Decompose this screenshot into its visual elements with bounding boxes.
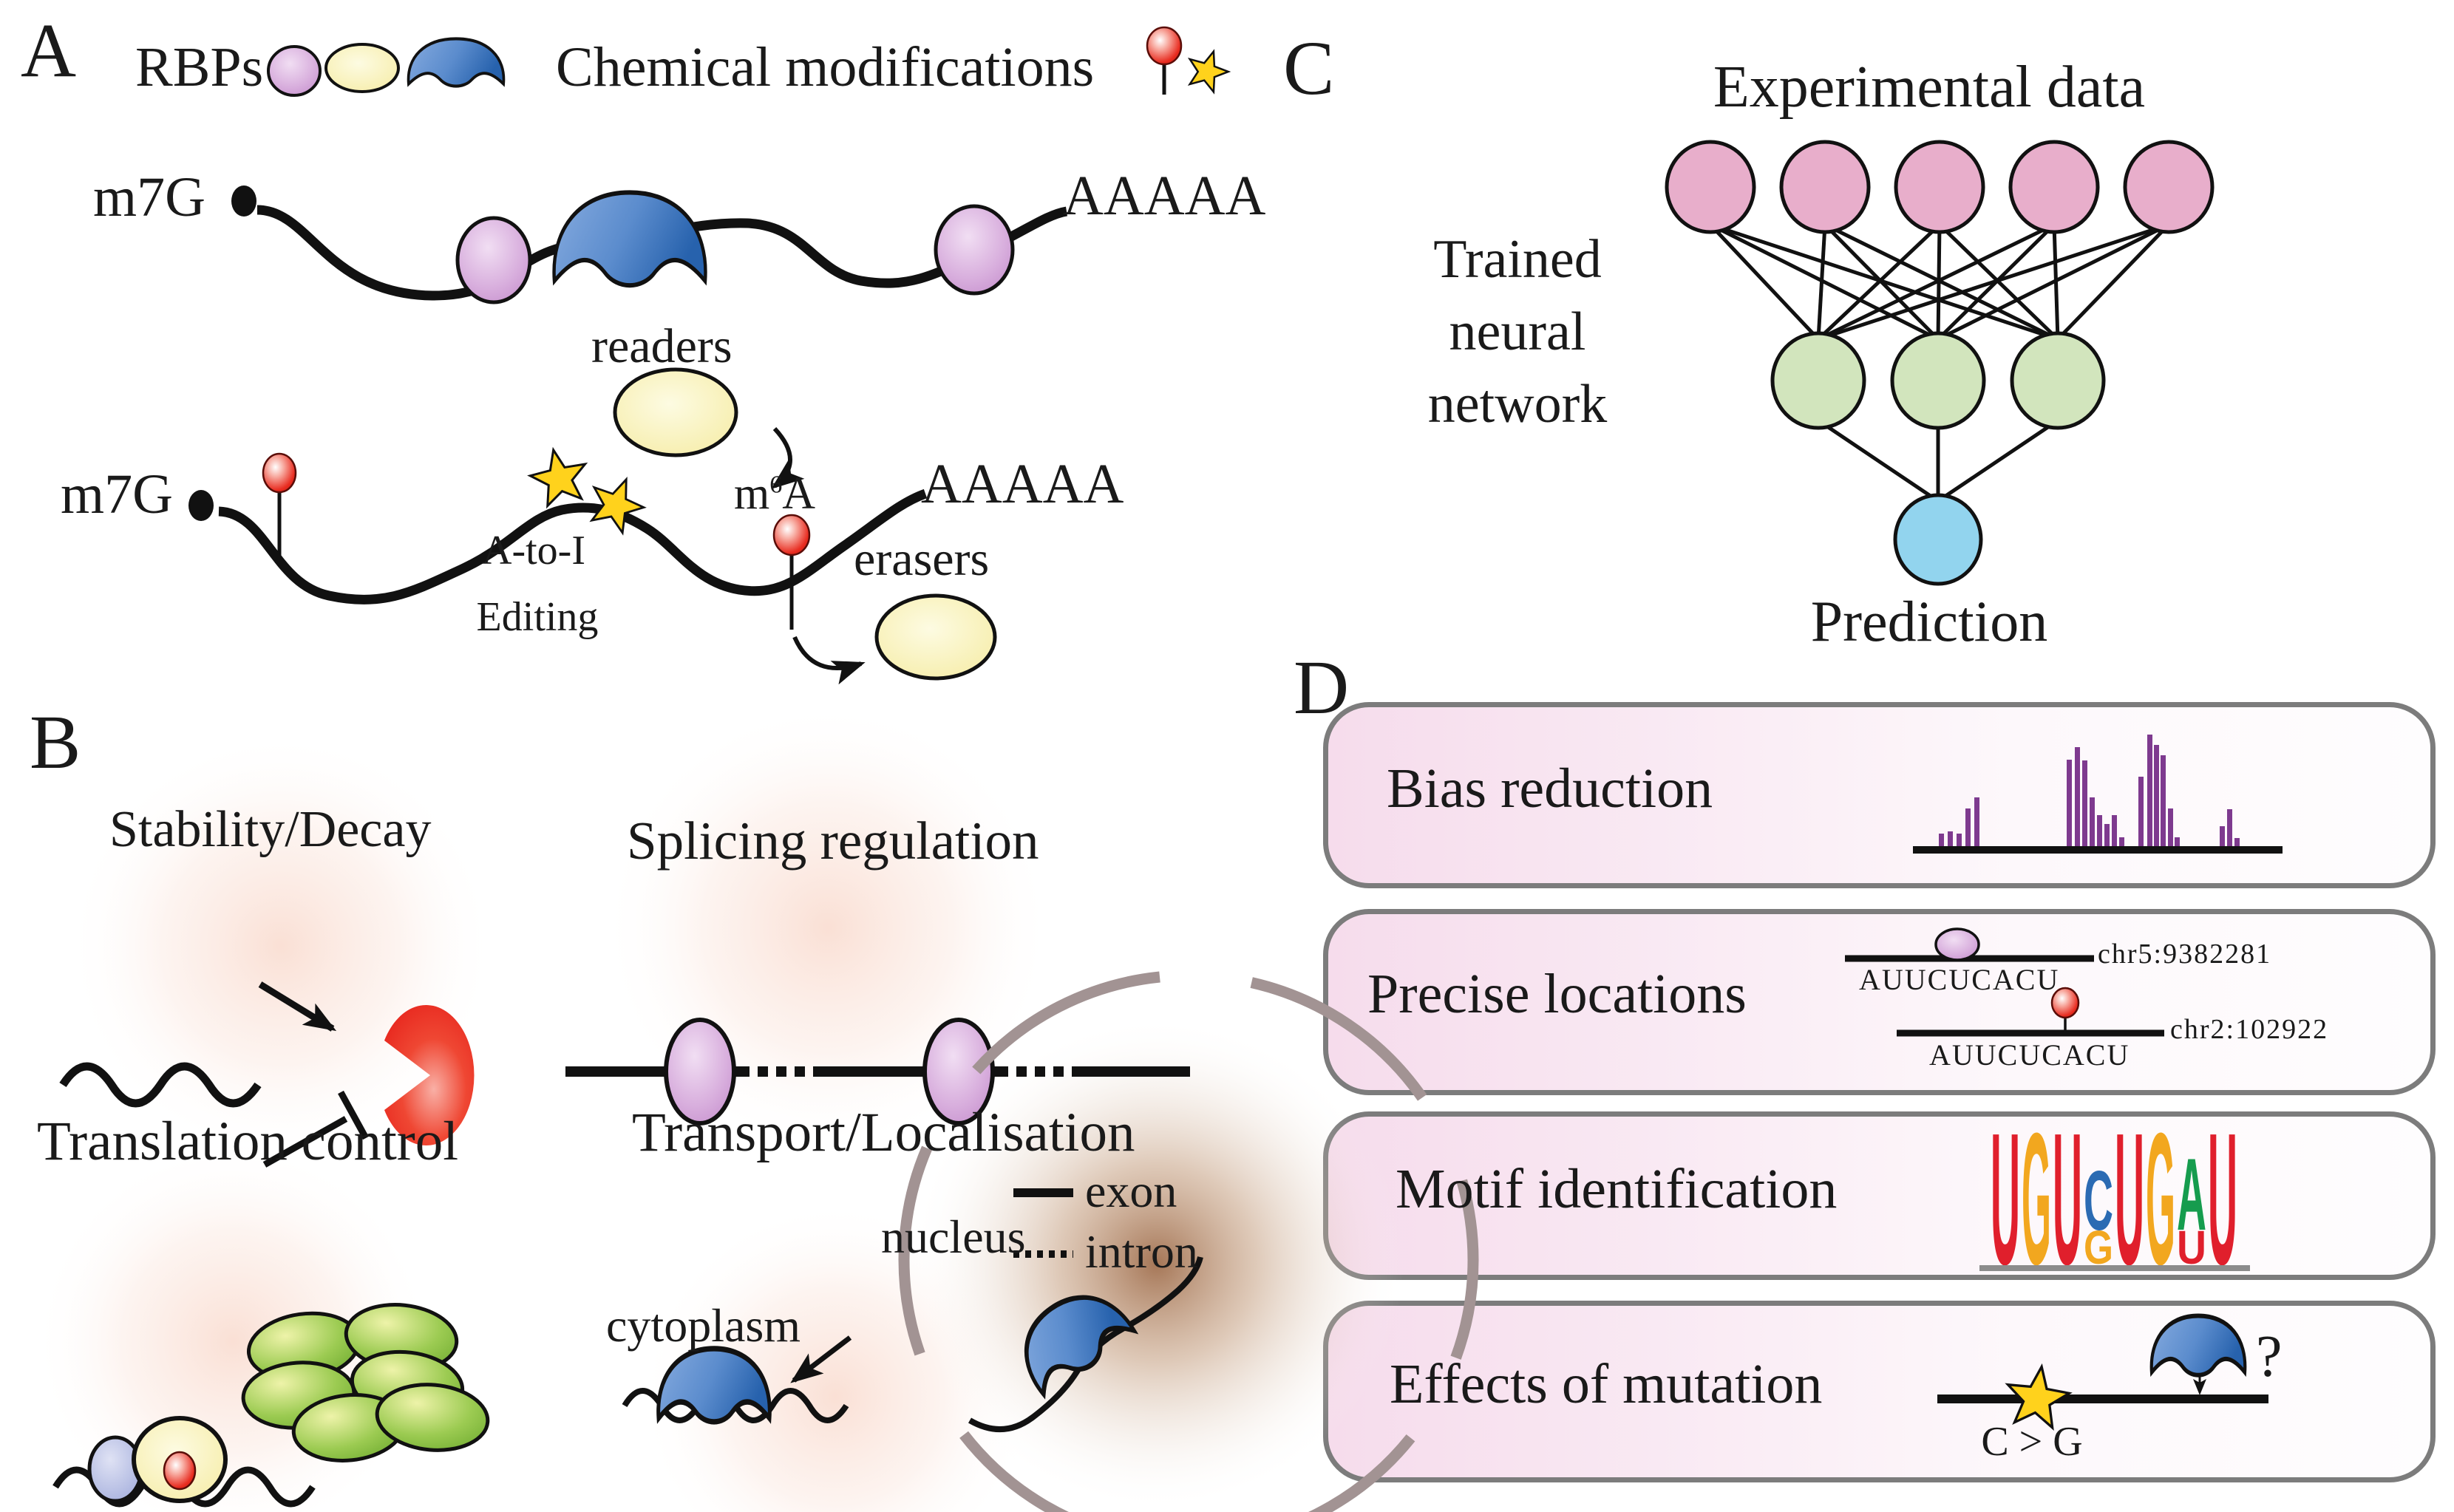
mrna1-cap-label: m7G — [93, 166, 205, 228]
a-to-i-label: A-to-I — [482, 528, 585, 573]
experimental-data-title: Experimental data — [1713, 55, 2146, 120]
rbps-label: RBPs — [135, 36, 264, 98]
panel-a-label: A — [21, 8, 77, 93]
neural-line: neural — [1449, 302, 1586, 362]
m6a-label: m6A — [734, 469, 816, 519]
translation-control-title: Translation control — [37, 1111, 459, 1172]
trained-line: Trained — [1433, 229, 1602, 290]
panel-c-label: C — [1283, 26, 1335, 111]
nucleus-label: nucleus — [881, 1210, 1026, 1263]
effects-of-mutation-box — [1323, 1301, 2436, 1482]
motif-identification-box — [1323, 1111, 2436, 1280]
legend-exon-label: exon — [1085, 1165, 1177, 1217]
network-line: network — [1427, 374, 1608, 435]
erasers-label: erasers — [854, 532, 990, 586]
trained-network-label: Trained neural network — [1396, 223, 1639, 440]
legend-intron-label: intron — [1085, 1225, 1198, 1278]
sequence-2-label: AUUCUCACU — [1929, 1038, 2130, 1072]
splicing-regulation-title: Splicing regulation — [627, 811, 1039, 871]
motif-identification-title: Motif identification — [1396, 1158, 1838, 1220]
question-mark-label: ? — [2256, 1324, 2283, 1389]
effects-of-mutation-title: Effects of mutation — [1390, 1353, 1823, 1415]
panel-d-label: D — [1294, 645, 1350, 730]
editing-label: Editing — [476, 594, 599, 640]
chr5-location-label: chr5:9382281 — [2098, 939, 2272, 970]
mrna2-cap-label: m7G — [61, 463, 173, 525]
mrna2-polya-label: AAAAA — [921, 453, 1124, 515]
panel-b-label: B — [30, 700, 81, 785]
transport-localisation-title: Transport/Localisation — [632, 1102, 1135, 1163]
cytoplasm-label: cytoplasm — [606, 1299, 801, 1352]
precise-locations-title: Precise locations — [1367, 963, 1747, 1025]
bias-reduction-box — [1323, 702, 2436, 888]
stability-decay-title: Stability/Decay — [109, 801, 432, 858]
chr2-location-label: chr2:102922 — [2170, 1014, 2329, 1045]
readers-label: readers — [591, 319, 733, 373]
bias-reduction-title: Bias reduction — [1387, 757, 1713, 820]
mutation-label: C > G — [1981, 1419, 2083, 1465]
prediction-label: Prediction — [1810, 589, 2048, 653]
sequence-1-label: AUUCUCACU — [1859, 963, 2060, 996]
mrna1-polya-label: AAAAA — [1063, 165, 1266, 227]
chemical-modifications-label: Chemical modifications — [556, 36, 1095, 98]
precise-locations-box — [1323, 909, 2436, 1095]
